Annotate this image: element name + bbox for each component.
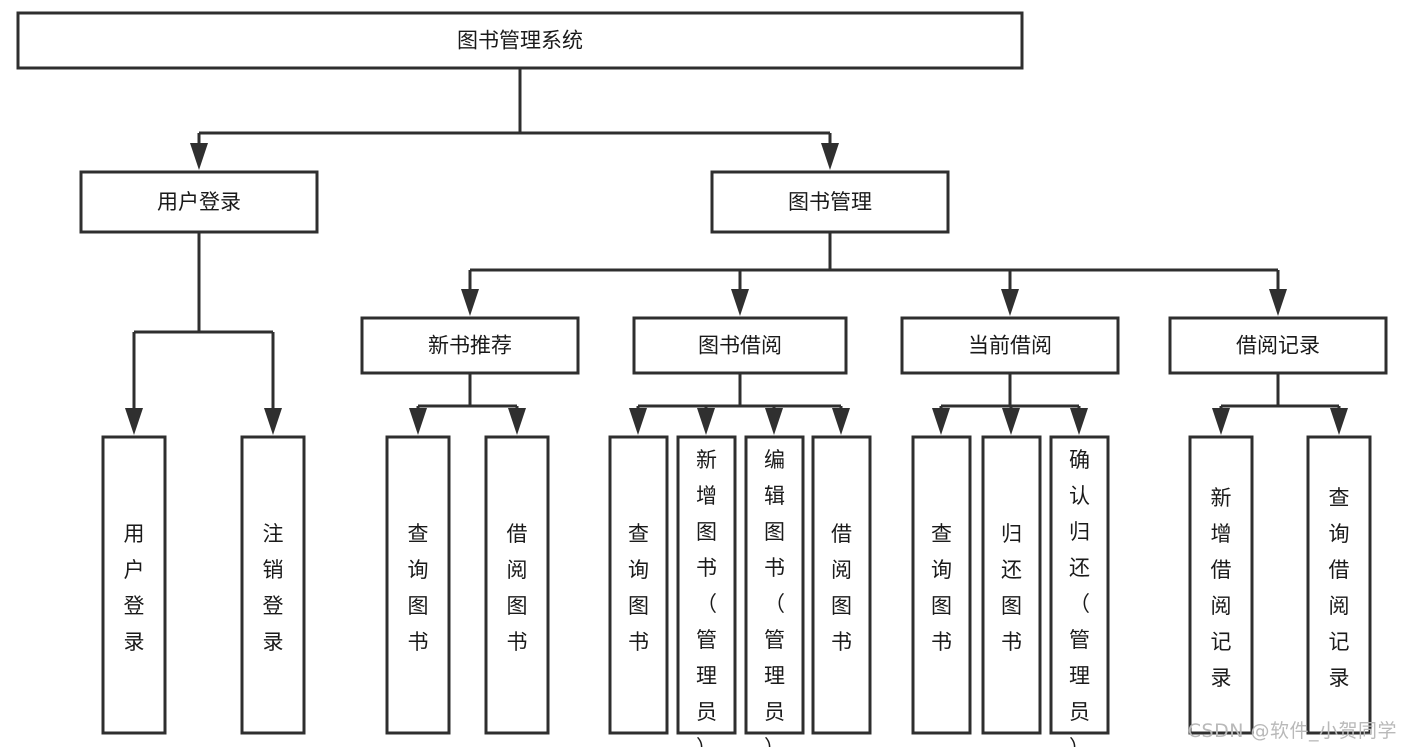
arrow-head-icon [125, 408, 143, 435]
node-box-level1[interactable] [79, 170, 319, 234]
node-leaf-query-book-current[interactable]: 查询图书 [911, 435, 972, 735]
connector-new-book-recommend-to-leaves [409, 373, 526, 435]
node-box-leaf[interactable] [101, 435, 167, 735]
arrow-head-icon [1212, 408, 1230, 435]
node-leaf-query-book-recommend[interactable]: 查询图书 [385, 435, 451, 735]
node-label: 借阅图书 [507, 522, 528, 654]
node-box-leaf[interactable] [1306, 435, 1372, 735]
node-box-leaf[interactable] [744, 435, 805, 735]
node-leaf-edit-book-admin[interactable]: 编辑图书（管理员） [744, 435, 805, 747]
arrow-head-icon [508, 408, 526, 435]
node-leaf-query-book-borrow[interactable]: 查询图书 [608, 435, 669, 735]
arrow-head-icon [731, 289, 749, 316]
node-label: 图书管理 [788, 190, 872, 214]
node-label: 注销登录 [263, 522, 284, 654]
arrow-head-icon [1269, 289, 1287, 316]
node-label: 当前借阅 [968, 334, 1052, 358]
node-label: 查询图书 [931, 522, 952, 654]
arrow-head-icon [765, 408, 783, 435]
arrow-head-icon [1002, 408, 1020, 435]
node-label: 用户登录 [124, 522, 145, 654]
node-borrow-record[interactable]: 借阅记录 [1168, 316, 1388, 375]
connector-root-to-level1 [190, 68, 839, 170]
node-label: 图书借阅 [698, 334, 782, 358]
node-box-level2[interactable] [1168, 316, 1388, 375]
node-label: 确认归还（管理员） [1069, 448, 1090, 747]
arrow-head-icon [409, 408, 427, 435]
connector-book-borrow-to-leaves [629, 373, 850, 435]
node-box-level2[interactable] [632, 316, 848, 375]
node-label: 查询图书 [408, 522, 429, 654]
node-box-leaf[interactable] [1188, 435, 1254, 735]
node-box-leaf[interactable] [240, 435, 306, 735]
node-root[interactable]: 图书管理系统 [16, 11, 1024, 70]
node-label: 编辑图书（管理员） [764, 448, 785, 747]
arrow-head-icon [264, 408, 282, 435]
arrow-head-icon [697, 408, 715, 435]
node-leaf-add-book-admin[interactable]: 新增图书（管理员） [676, 435, 737, 747]
arrow-head-icon [190, 143, 208, 170]
node-book-borrow[interactable]: 图书借阅 [632, 316, 848, 375]
connector-current-borrow-to-leaves [932, 373, 1088, 435]
arrow-head-icon [832, 408, 850, 435]
node-leaf-borrow-book[interactable]: 借阅图书 [811, 435, 872, 735]
node-book-manage[interactable]: 图书管理 [710, 170, 950, 234]
arrow-head-icon [629, 408, 647, 435]
node-box-leaf[interactable] [676, 435, 737, 735]
node-leaf-confirm-return-admin[interactable]: 确认归还（管理员） [1049, 435, 1110, 747]
node-label: 新增图书（管理员） [696, 448, 717, 747]
node-box-leaf[interactable] [911, 435, 972, 735]
node-leaf-user-logout[interactable]: 注销登录 [240, 435, 306, 735]
connector-book-manage-to-level2 [461, 232, 1287, 316]
arrow-head-icon [1001, 289, 1019, 316]
node-box-level1[interactable] [710, 170, 950, 234]
node-box-leaf[interactable] [385, 435, 451, 735]
arrow-head-icon [821, 143, 839, 170]
node-label: 用户登录 [157, 190, 241, 214]
node-label: 归还图书 [1001, 522, 1022, 654]
node-box-leaf[interactable] [811, 435, 872, 735]
node-box-root[interactable] [16, 11, 1024, 70]
node-box-level2[interactable] [900, 316, 1120, 375]
node-user-login[interactable]: 用户登录 [79, 170, 319, 234]
node-label: 查询图书 [628, 522, 649, 654]
node-leaf-user-login[interactable]: 用户登录 [101, 435, 167, 735]
node-leaf-borrow-book-recommend[interactable]: 借阅图书 [484, 435, 550, 735]
connector-borrow-record-to-leaves [1212, 373, 1348, 435]
node-label: 借阅记录 [1236, 334, 1320, 358]
arrow-head-icon [1070, 408, 1088, 435]
arrow-head-icon [1330, 408, 1348, 435]
node-leaf-query-borrow-record[interactable]: 查询借阅记录 [1306, 435, 1372, 735]
node-box-leaf[interactable] [484, 435, 550, 735]
node-current-borrow[interactable]: 当前借阅 [900, 316, 1120, 375]
connector-user-login-to-leaves [125, 232, 282, 435]
node-label: 查询借阅记录 [1329, 486, 1350, 690]
node-label: 图书管理系统 [457, 29, 583, 53]
node-new-book-recommend[interactable]: 新书推荐 [360, 316, 580, 375]
node-box-leaf[interactable] [981, 435, 1042, 735]
node-label: 新增借阅记录 [1211, 486, 1232, 690]
arrow-head-icon [461, 289, 479, 316]
node-box-level2[interactable] [360, 316, 580, 375]
arrow-head-icon [932, 408, 950, 435]
node-leaf-add-borrow-record[interactable]: 新增借阅记录 [1188, 435, 1254, 735]
node-leaf-return-book[interactable]: 归还图书 [981, 435, 1042, 735]
node-box-leaf[interactable] [1049, 435, 1110, 735]
node-label: 新书推荐 [428, 334, 512, 358]
node-label: 借阅图书 [831, 522, 852, 654]
csdn-watermark: CSDN @软件_小贺同学 [1187, 720, 1397, 742]
node-box-leaf[interactable] [608, 435, 669, 735]
